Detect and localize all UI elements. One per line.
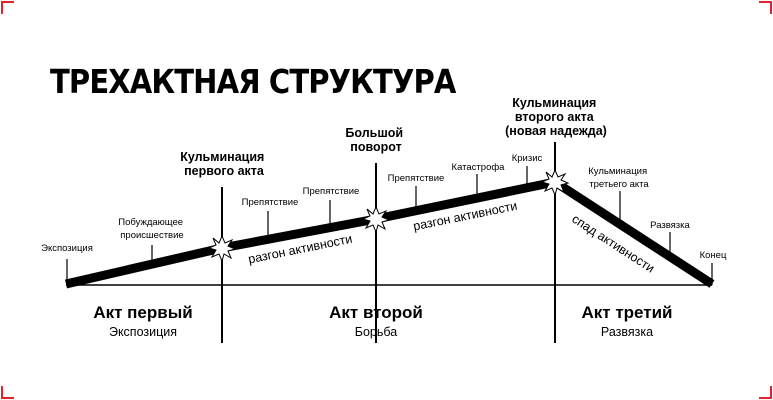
- label-third-climax: Кульминация третьего акта: [588, 166, 649, 190]
- diagram-title: ТРЕХАКТНАЯ СТРУКТУРА: [50, 62, 456, 101]
- label-crisis: Кризис: [512, 153, 543, 164]
- act2-subtitle: Борьба: [355, 325, 397, 339]
- label-first-climax: Кульминация первого акта: [180, 150, 268, 178]
- label-inciting-incident: Побуждающее происшествие: [118, 217, 185, 241]
- starburst-big-turn: [361, 205, 391, 234]
- label-big-turn: Большой поворот: [345, 126, 406, 154]
- label-resolution: Развязка: [650, 220, 690, 231]
- label-obstacle-1: Препятствие: [242, 197, 299, 208]
- act3-subtitle: Развязка: [601, 325, 653, 339]
- act2-name: Акт второй: [329, 303, 423, 322]
- act3-name: Акт третий: [581, 303, 672, 322]
- label-obstacle-2: Препятствие: [303, 186, 360, 197]
- starburst-second-climax: [540, 168, 570, 197]
- label-obstacle-3: Препятствие: [388, 173, 445, 184]
- label-exposition: Экспозиция: [41, 243, 93, 254]
- starburst-first-climax: [207, 234, 237, 263]
- label-catastrophe: Катастрофа: [452, 162, 506, 173]
- label-end: Конец: [700, 250, 727, 261]
- label-second-climax: Кульминация второго акта (новая надежда): [505, 96, 607, 138]
- act1-subtitle: Экспозиция: [109, 325, 177, 339]
- act1-name: Акт первый: [93, 303, 192, 322]
